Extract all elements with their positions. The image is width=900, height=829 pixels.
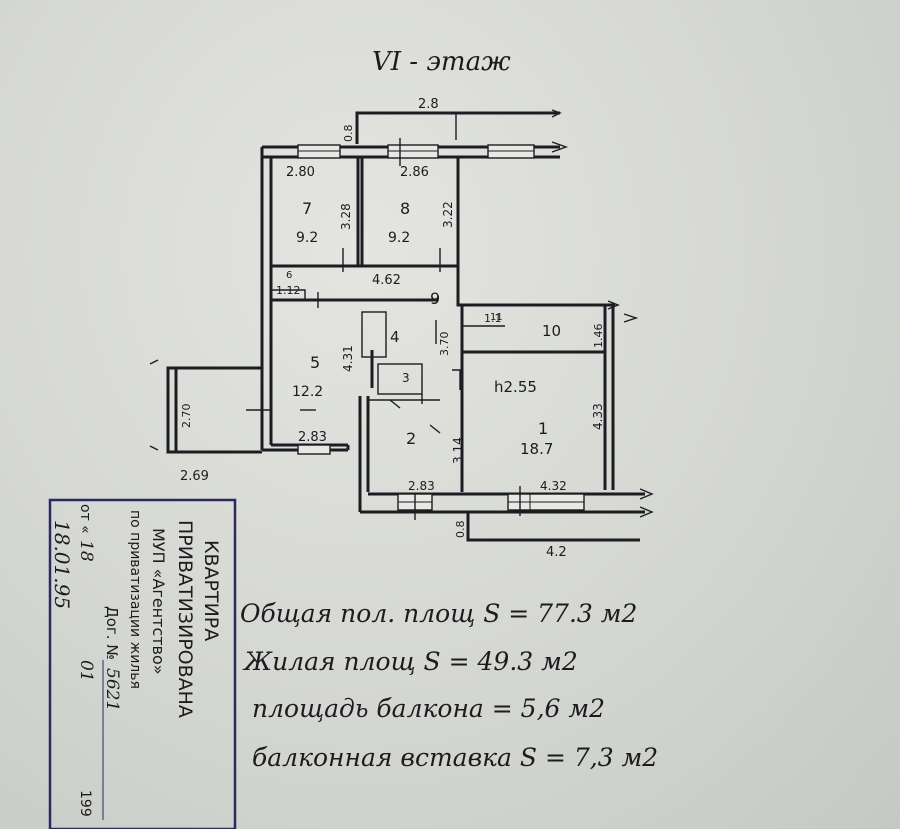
stamp-handwritten-date: 18.01.95 bbox=[50, 520, 74, 609]
dim-r7-width: 2.80 bbox=[286, 165, 315, 180]
stamp-line-4: по приватизации жилья bbox=[127, 510, 143, 689]
room-area: 18.7 bbox=[520, 440, 553, 458]
dim-r1-width: 4.32 bbox=[540, 479, 567, 493]
stamp-dog-label: Дог. № bbox=[103, 606, 121, 660]
dim-r10-width: 1.46 bbox=[592, 324, 605, 349]
note-balcony-insert: балконная вставка S = 7,3 м2 bbox=[252, 743, 658, 772]
dim-r8-width: 2.86 bbox=[400, 165, 429, 180]
dim-r7-depth: 3.28 bbox=[339, 203, 353, 230]
room-number: 9 bbox=[430, 289, 440, 308]
room-number: 4 bbox=[390, 328, 400, 346]
room-number: 7 bbox=[302, 199, 312, 218]
privatization-stamp: КВАРТИРА ПРИВАТИЗИРОВАНА МУП «Агентство»… bbox=[48, 498, 237, 829]
stamp-dog-number: 5621 bbox=[102, 668, 122, 711]
dim-balcony-width: 2.69 bbox=[180, 469, 209, 484]
dim-r1-depth: 4.33 bbox=[591, 403, 605, 430]
floor-title: VI - этаж bbox=[372, 47, 511, 77]
room-number: 3 bbox=[402, 371, 410, 385]
area-notes: Общая пол. площ S = 77.3 м2 Жилая площ S… bbox=[240, 599, 658, 772]
dim-r6-width: 1.12 bbox=[276, 284, 301, 297]
stamp-date-month: 01 bbox=[76, 660, 96, 682]
dim-balcony-depth: 2.70 bbox=[180, 404, 193, 429]
room-area: 9.2 bbox=[388, 230, 410, 246]
dim-bottom-bay: 4.2 bbox=[546, 545, 567, 560]
dim-ceiling-prefix: h bbox=[494, 378, 504, 396]
dim-r2-depth: 3.14 bbox=[451, 437, 465, 464]
room-number: 10 bbox=[542, 322, 561, 340]
room-number: 8 bbox=[400, 199, 410, 218]
room-number: 1 bbox=[538, 419, 548, 438]
stamp-line-3: МУП «Агентство» bbox=[149, 528, 168, 675]
dim-ceiling-value: 2.55 bbox=[504, 378, 537, 396]
top-bay-wall bbox=[355, 111, 560, 144]
dim-r5-width: 2.83 bbox=[298, 430, 327, 445]
dim-r11-width: 1.1 bbox=[484, 312, 502, 325]
stamp-line-1: КВАРТИРА bbox=[200, 540, 222, 641]
note-living-area: Жилая площ S = 49.3 м2 bbox=[242, 647, 578, 676]
dim-r2-width: 2.83 bbox=[408, 479, 435, 493]
stamp-date-label: от « bbox=[77, 504, 93, 534]
dim-bay-top: 2.8 bbox=[418, 97, 439, 112]
room-area: 9.2 bbox=[296, 230, 318, 246]
room-number: 5 bbox=[310, 353, 320, 372]
note-balcony-area: площадь балкона = 5,6 м2 bbox=[252, 694, 605, 723]
dim-r5-depth: 4.31 bbox=[341, 345, 355, 372]
dim-ceiling-height: h2.55 bbox=[494, 378, 537, 396]
room-labels: 7 9.2 8 9.2 6 9 11 10 5 12.2 4 3 2 1 18.… bbox=[286, 199, 561, 458]
stamp-line-2: ПРИВАТИЗИРОВАНА bbox=[174, 520, 196, 718]
plan-windows bbox=[297, 144, 585, 511]
room-area: 12.2 bbox=[292, 384, 323, 400]
room-number: 6 bbox=[286, 270, 292, 281]
stamp-date-day: 18 bbox=[76, 540, 96, 562]
stamp-year-suffix: 199 bbox=[77, 790, 93, 817]
dim-r9-depth: 3.70 bbox=[438, 332, 451, 357]
dim-bay-side: 0.8 bbox=[342, 125, 355, 143]
room-number: 11 bbox=[490, 312, 503, 323]
dim-bottom-side: 0.8 bbox=[454, 521, 467, 539]
dim-corridor-width: 4.62 bbox=[372, 273, 401, 288]
room-number: 2 bbox=[406, 429, 416, 448]
dim-r8-depth: 3.22 bbox=[441, 201, 455, 228]
note-total-area: Общая пол. площ S = 77.3 м2 bbox=[240, 599, 637, 628]
dimension-ticks bbox=[246, 138, 521, 520]
dimensions: 2.8 0.8 2.80 3.28 2.86 3.22 1.12 4.62 3.… bbox=[180, 97, 605, 560]
stamp-border bbox=[48, 498, 237, 829]
